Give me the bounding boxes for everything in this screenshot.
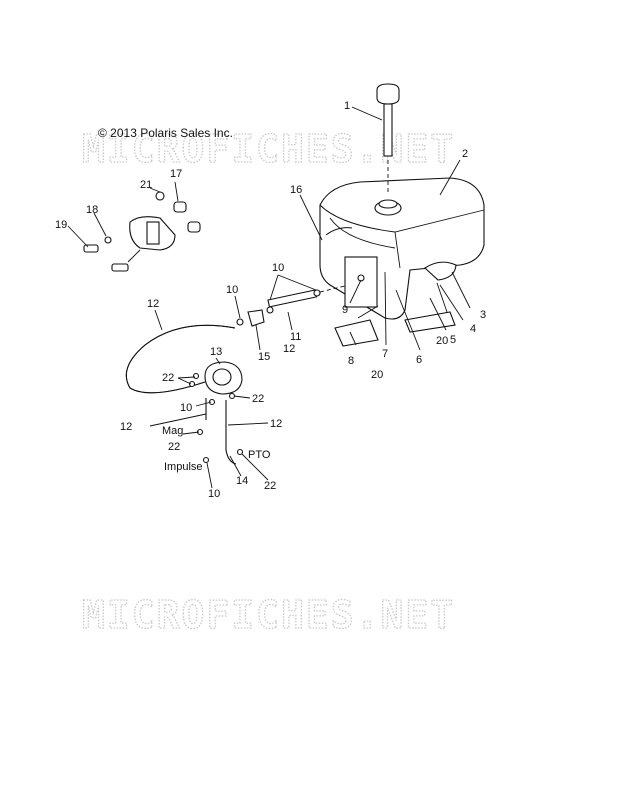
label-mag: Mag [162, 425, 183, 437]
callout-9: 9 [342, 304, 348, 316]
callout-2: 2 [462, 148, 468, 160]
callout-15: 15 [258, 351, 270, 363]
callout-22-bottom: 22 [264, 480, 276, 492]
callout-11: 11 [290, 331, 301, 343]
callout-16: 16 [290, 184, 302, 196]
callout-13: 13 [210, 346, 222, 358]
callout-1: 1 [344, 100, 350, 112]
fuel-filter-upper [83, 191, 201, 272]
fuel-cap-assembly [376, 83, 400, 195]
label-pto: PTO [248, 449, 271, 461]
callout-10-left: 10 [226, 284, 238, 296]
callout-14: 14 [236, 475, 248, 487]
fuel-pump [188, 361, 244, 465]
callout-22-mag: 22 [168, 441, 180, 453]
callout-10-bottom: 10 [208, 488, 220, 500]
callout-17: 17 [170, 168, 182, 180]
callout-10-pump: 10 [180, 402, 192, 414]
watermark-bottom: MICROFICHES.NET [82, 593, 455, 637]
tank-pad-right [404, 311, 456, 333]
callout-22-pump-right: 22 [252, 393, 264, 405]
callout-12-loop: 12 [147, 298, 159, 310]
callout-18: 18 [86, 204, 98, 216]
tank-pad-left [334, 319, 379, 347]
callout-20-right: 20 [436, 335, 448, 347]
callout-20-left: 20 [371, 369, 383, 381]
callout-7: 7 [382, 348, 388, 360]
callout-12-pto: 12 [270, 418, 282, 430]
callout-8: 8 [348, 355, 354, 367]
callout-6: 6 [416, 354, 422, 366]
callout-4: 4 [470, 323, 476, 335]
callout-19: 19 [55, 219, 67, 231]
callout-3: 3 [480, 309, 486, 321]
copyright-text: © 2013 Polaris Sales Inc. [98, 126, 233, 140]
callout-21: 21 [140, 179, 152, 191]
callout-12-fitting: 12 [283, 343, 295, 355]
callout-12-mag: 12 [120, 421, 132, 433]
label-impulse: Impulse [164, 461, 203, 473]
line-fittings [236, 285, 346, 327]
callout-5: 5 [450, 334, 456, 346]
callout-10-upper: 10 [272, 262, 284, 274]
callout-22-pump-left: 22 [162, 372, 174, 384]
fuel-tank [319, 177, 485, 320]
leader-lines [67, 106, 471, 489]
